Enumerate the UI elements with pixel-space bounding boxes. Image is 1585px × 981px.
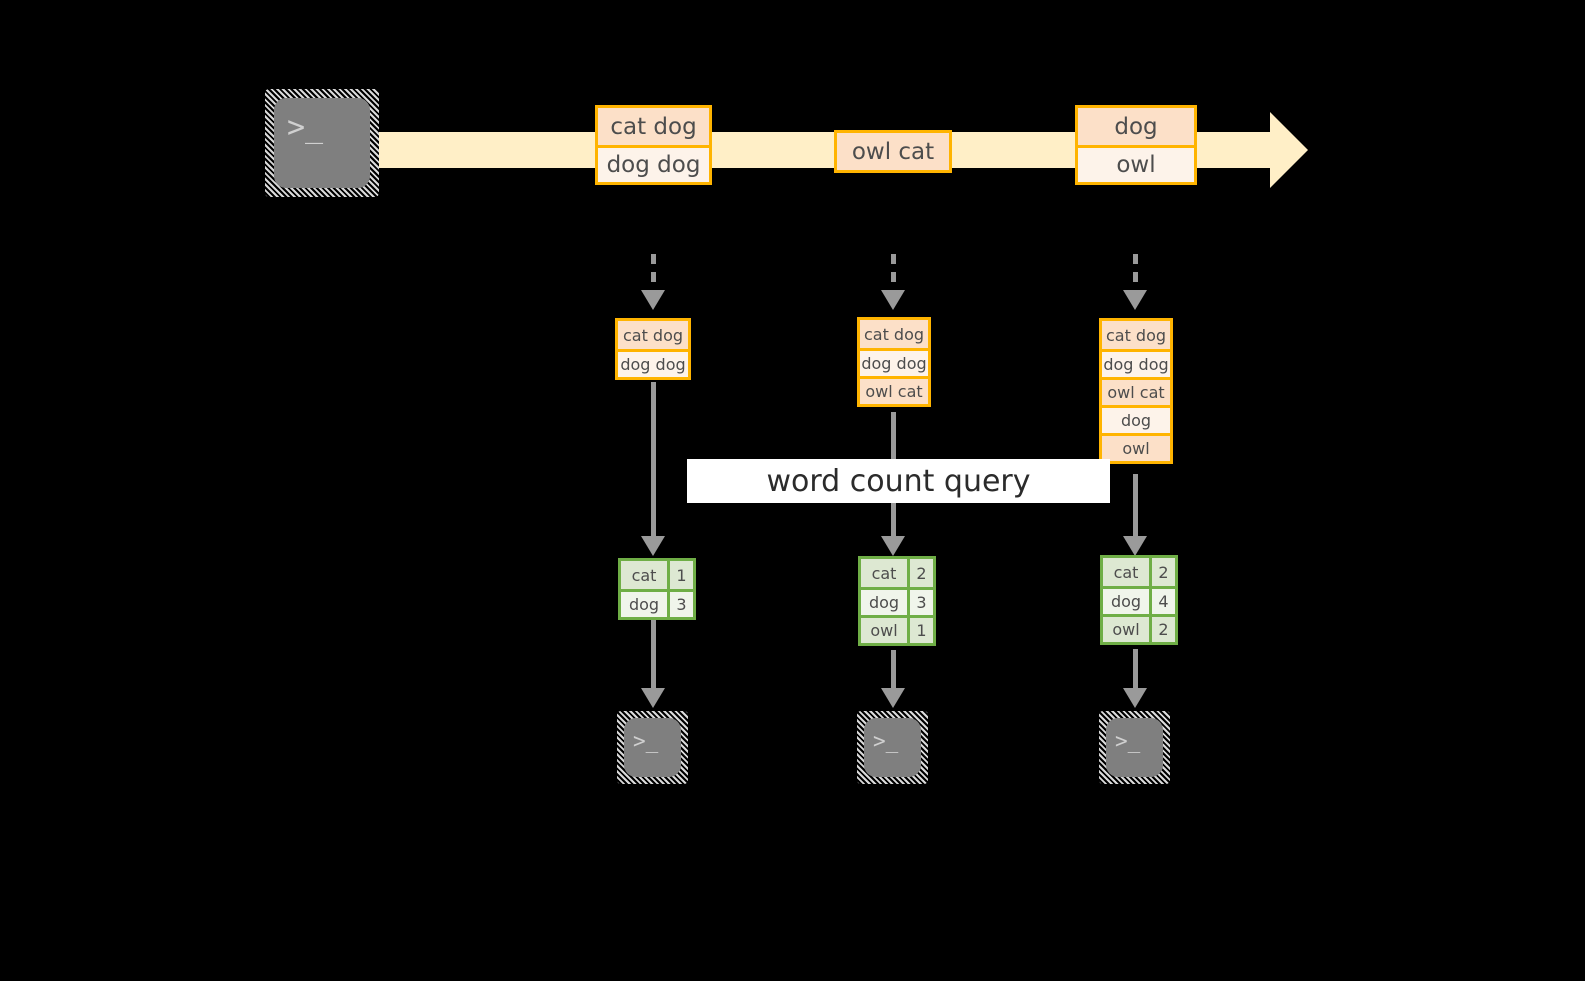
result-key: cat xyxy=(621,561,667,589)
stream-message-row: owl xyxy=(1078,145,1194,182)
column-1-query-line xyxy=(651,382,656,540)
column-2-output-arrowhead xyxy=(881,688,905,708)
stream-message-1[interactable]: cat dog dog dog xyxy=(595,105,712,185)
table-row: dog 3 xyxy=(621,589,693,617)
stream-state-row: cat dog xyxy=(1102,321,1170,349)
result-value: 2 xyxy=(907,559,933,587)
column-2-stream-state[interactable]: cat dog dog dog owl cat xyxy=(857,317,931,407)
result-value: 1 xyxy=(907,618,933,643)
column-3-stream-state[interactable]: cat dog dog dog owl cat dog owl xyxy=(1099,318,1173,464)
query-label: word count query xyxy=(687,459,1110,503)
table-row: dog 4 xyxy=(1103,586,1175,614)
result-value: 3 xyxy=(667,592,693,617)
terminal-prompt-glyph: >_ xyxy=(873,729,899,753)
stream-tap-arrowhead-3 xyxy=(1123,290,1147,310)
stream-tap-arrowhead-2 xyxy=(881,290,905,310)
column-2-query-arrowhead xyxy=(881,536,905,556)
column-1-output-line xyxy=(651,620,656,692)
stream-state-row: dog xyxy=(1102,405,1170,433)
result-value: 1 xyxy=(667,561,693,589)
result-key: cat xyxy=(861,559,907,587)
column-3-output-arrowhead xyxy=(1123,688,1147,708)
terminal-body xyxy=(1106,718,1163,777)
stream-message-2[interactable]: owl cat xyxy=(834,130,952,173)
result-value: 3 xyxy=(907,590,933,615)
query-label-text: word count query xyxy=(766,463,1031,499)
stream-message-3[interactable]: dog owl xyxy=(1075,105,1197,185)
column-1-stream-state[interactable]: cat dog dog dog xyxy=(615,318,691,380)
column-3-result-table[interactable]: cat 2 dog 4 owl 2 xyxy=(1100,555,1178,645)
column-3-query-line xyxy=(1133,474,1138,540)
column-3-output-line xyxy=(1133,649,1138,692)
table-row: cat 2 xyxy=(1103,558,1175,586)
stream-state-row: dog dog xyxy=(618,349,688,377)
terminal-body xyxy=(274,98,370,188)
result-value: 4 xyxy=(1149,589,1175,614)
stream-state-row: owl cat xyxy=(860,376,928,404)
column-1-query-arrowhead xyxy=(641,536,665,556)
stream-tap-line-3 xyxy=(1133,254,1138,292)
terminal-prompt-glyph: >_ xyxy=(287,110,324,145)
stream-tap-line-1 xyxy=(651,254,656,292)
result-key: owl xyxy=(861,618,907,643)
producer-terminal-icon[interactable]: >_ xyxy=(265,89,379,197)
terminal-body xyxy=(624,718,681,777)
table-row: owl 1 xyxy=(861,615,933,643)
column-2-consumer-terminal-icon[interactable]: >_ xyxy=(857,711,928,784)
table-row: cat 2 xyxy=(861,559,933,587)
result-key: dog xyxy=(621,592,667,617)
terminal-prompt-glyph: >_ xyxy=(633,729,659,753)
column-1-consumer-terminal-icon[interactable]: >_ xyxy=(617,711,688,784)
result-key: dog xyxy=(861,590,907,615)
result-key: dog xyxy=(1103,589,1149,614)
stream-state-row: dog dog xyxy=(860,348,928,376)
stream-state-row: dog dog xyxy=(1102,349,1170,377)
stream-state-row: owl cat xyxy=(1102,377,1170,405)
result-value: 2 xyxy=(1149,558,1175,586)
terminal-prompt-glyph: >_ xyxy=(1115,729,1141,753)
result-key: cat xyxy=(1103,558,1149,586)
column-1-output-arrowhead xyxy=(641,688,665,708)
stream-tap-line-2 xyxy=(891,254,896,292)
stream-message-row: cat dog xyxy=(598,108,709,145)
stream-state-row: cat dog xyxy=(860,320,928,348)
terminal-body xyxy=(864,718,921,777)
column-3-query-arrowhead xyxy=(1123,536,1147,556)
stream-tap-arrowhead-1 xyxy=(641,290,665,310)
stream-arrowhead xyxy=(1270,112,1308,188)
column-1-result-table[interactable]: cat 1 dog 3 xyxy=(618,558,696,620)
stream-message-row: dog dog xyxy=(598,145,709,182)
column-2-result-table[interactable]: cat 2 dog 3 owl 1 xyxy=(858,556,936,646)
stream-message-row: dog xyxy=(1078,108,1194,145)
table-row: dog 3 xyxy=(861,587,933,615)
table-row: cat 1 xyxy=(621,561,693,589)
result-value: 2 xyxy=(1149,617,1175,642)
column-3-consumer-terminal-icon[interactable]: >_ xyxy=(1099,711,1170,784)
result-key: owl xyxy=(1103,617,1149,642)
stream-state-row: owl xyxy=(1102,433,1170,461)
stream-message-row: owl cat xyxy=(837,133,949,170)
table-row: owl 2 xyxy=(1103,614,1175,642)
stream-state-row: cat dog xyxy=(618,321,688,349)
column-2-output-line xyxy=(891,650,896,692)
